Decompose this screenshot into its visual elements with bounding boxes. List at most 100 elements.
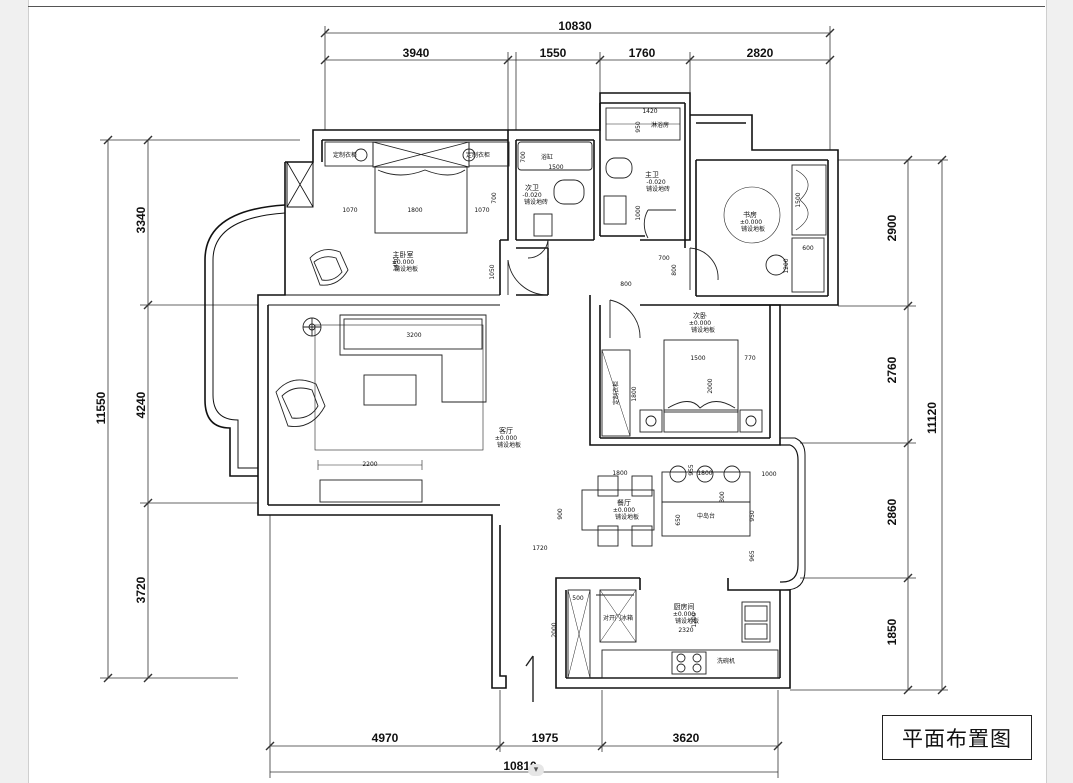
sd-corridor: 1720 bbox=[532, 545, 547, 552]
master-bedroom-name: 主卧室 bbox=[393, 250, 414, 259]
bathtub bbox=[517, 141, 593, 171]
sink-main bbox=[603, 195, 627, 225]
second-bed bbox=[663, 339, 739, 413]
dining-name: 餐厅 bbox=[617, 498, 631, 507]
sd-sb-770: 770 bbox=[744, 355, 756, 362]
dining-level: ±0.000 bbox=[613, 507, 635, 514]
second-bath-level: -0.020 bbox=[522, 192, 542, 199]
sd-study-b: 800 bbox=[671, 264, 678, 276]
kitchen-floor: 铺设地板 bbox=[675, 617, 699, 625]
study-name: 书房 bbox=[743, 210, 757, 219]
sd-sb-1800: 1800 bbox=[631, 386, 638, 401]
master-bed bbox=[374, 166, 468, 234]
sheet-top-border bbox=[28, 6, 1045, 7]
wardrobe-2-label: 定制衣柜 bbox=[612, 381, 620, 405]
dishwasher-label: 洗碗机 bbox=[717, 657, 735, 665]
sd-study-door: 700 bbox=[658, 255, 670, 262]
sd-k-1200: 1200 bbox=[691, 612, 698, 627]
study-floor: 铺设地板 bbox=[741, 225, 765, 233]
sd-sofa: 3200 bbox=[406, 332, 421, 339]
room-labels: 主卧室 ±0.000 铺设地板 次卫 -0.020 铺设地砖 主卫 -0.020… bbox=[392, 170, 765, 625]
sd-bar-1800: 1800 bbox=[697, 470, 712, 477]
sd-bar-955: 955 bbox=[688, 464, 695, 476]
stove bbox=[671, 651, 707, 675]
dim-left-1: 3340 bbox=[134, 206, 148, 233]
wardrobe-left bbox=[324, 141, 374, 167]
sd-b2-h: 700 bbox=[491, 192, 498, 204]
kitchen-level: ±0.000 bbox=[673, 611, 695, 618]
sd-k-500: 500 bbox=[572, 595, 584, 602]
sd-k-2320: 2320 bbox=[678, 627, 693, 634]
master-bedroom-floor: 铺设地板 bbox=[394, 265, 418, 273]
dim-bottom-3: 3620 bbox=[673, 731, 700, 745]
master-bath-level: -0.020 bbox=[646, 179, 666, 186]
dim-right-3: 2860 bbox=[885, 498, 899, 525]
wardrobe-right-label: 定制衣柜 bbox=[466, 151, 490, 159]
sd-tub: 1500 bbox=[548, 164, 563, 171]
sd-study-600: 600 bbox=[802, 245, 814, 252]
wardrobe-left-label: 定制衣柜 bbox=[333, 151, 357, 159]
sd-mb-bed: 1800 bbox=[407, 207, 422, 214]
sd-mb-side: 1450 bbox=[393, 256, 400, 271]
coffee-table bbox=[363, 374, 417, 406]
wardrobe-2 bbox=[601, 349, 631, 437]
sd-b2-door: 1000 bbox=[635, 205, 642, 220]
sd-tub-h: 700 bbox=[520, 151, 527, 163]
dim-right-1: 2900 bbox=[885, 214, 899, 241]
sd-sb-bed: 1500 bbox=[690, 355, 705, 362]
sd-dining-w: 1800 bbox=[612, 470, 627, 477]
doors bbox=[507, 209, 719, 596]
sd-dining-900: 900 bbox=[557, 508, 564, 520]
dim-top-1: 3940 bbox=[403, 46, 430, 60]
second-bedroom-name: 次卧 bbox=[693, 311, 707, 320]
kitchen-sink bbox=[741, 601, 771, 643]
fridge-label: 对开门冰箱 bbox=[603, 614, 633, 622]
master-bedroom-level: ±0.000 bbox=[392, 259, 414, 266]
dim-left-2: 4240 bbox=[134, 391, 148, 418]
small-dimensions: 1070 1800 1070 1050 1450 1500 700 700 10… bbox=[342, 108, 814, 638]
study-level: ±0.000 bbox=[740, 219, 762, 226]
scroll-down-icon[interactable]: ▾ bbox=[528, 764, 544, 776]
sd-mb-left: 1070 bbox=[342, 207, 357, 214]
walls bbox=[204, 92, 839, 689]
dimension-texts: 10830 3940 1550 1760 2820 4970 1975 3620… bbox=[94, 19, 939, 773]
sd-island-950: 950 bbox=[749, 510, 756, 522]
second-bath-floor: 铺设地砖 bbox=[524, 198, 548, 206]
sd-island-650: 650 bbox=[675, 514, 682, 526]
sd-mb-door: 1050 bbox=[489, 264, 496, 279]
study-desk bbox=[791, 164, 827, 236]
dim-top-4: 2820 bbox=[747, 46, 774, 60]
living-room-name: 客厅 bbox=[499, 426, 513, 435]
shower-label: 淋浴房 bbox=[651, 121, 669, 129]
sd-sb-door: 800 bbox=[620, 281, 632, 288]
sd-shower-w: 1420 bbox=[642, 108, 657, 115]
toilet-main bbox=[605, 157, 633, 179]
dining-floor: 铺设地板 bbox=[615, 513, 639, 521]
bathtub-label: 浴缸 bbox=[541, 153, 553, 161]
dim-left-3: 3720 bbox=[134, 576, 148, 603]
dim-left-total: 11550 bbox=[94, 391, 108, 424]
sd-tv: 2200 bbox=[362, 461, 377, 468]
sd-mb-right: 1070 bbox=[474, 207, 489, 214]
fridge bbox=[599, 589, 637, 643]
furniture-labels: 定制衣柜 定制衣柜 定制衣柜 浴缸 淋浴房 中岛台 对开门冰箱 洗碗机 bbox=[333, 121, 735, 665]
sd-k-2000: 2000 bbox=[551, 622, 558, 637]
dim-top-total: 10830 bbox=[558, 19, 592, 33]
sd-bar-1000: 1000 bbox=[761, 471, 776, 478]
dim-right-4: 1850 bbox=[885, 618, 899, 645]
toilet-2 bbox=[553, 179, 585, 205]
dim-bottom-2: 1975 bbox=[532, 731, 559, 745]
kitchen-name: 厨房间 bbox=[674, 602, 695, 611]
sink-2 bbox=[533, 213, 553, 237]
dim-right-total: 11120 bbox=[925, 402, 939, 434]
second-bedroom-level: ±0.000 bbox=[689, 320, 711, 327]
sd-sb-2000: 2000 bbox=[707, 378, 714, 393]
master-bath-name: 主卫 bbox=[645, 170, 659, 179]
dimension-lines bbox=[100, 26, 948, 778]
master-bath-floor: 铺设地砖 bbox=[646, 185, 670, 193]
dim-bottom-1: 4970 bbox=[372, 731, 399, 745]
rug bbox=[314, 324, 484, 451]
island-label: 中岛台 bbox=[697, 512, 715, 520]
second-bath-name: 次卫 bbox=[525, 183, 539, 192]
